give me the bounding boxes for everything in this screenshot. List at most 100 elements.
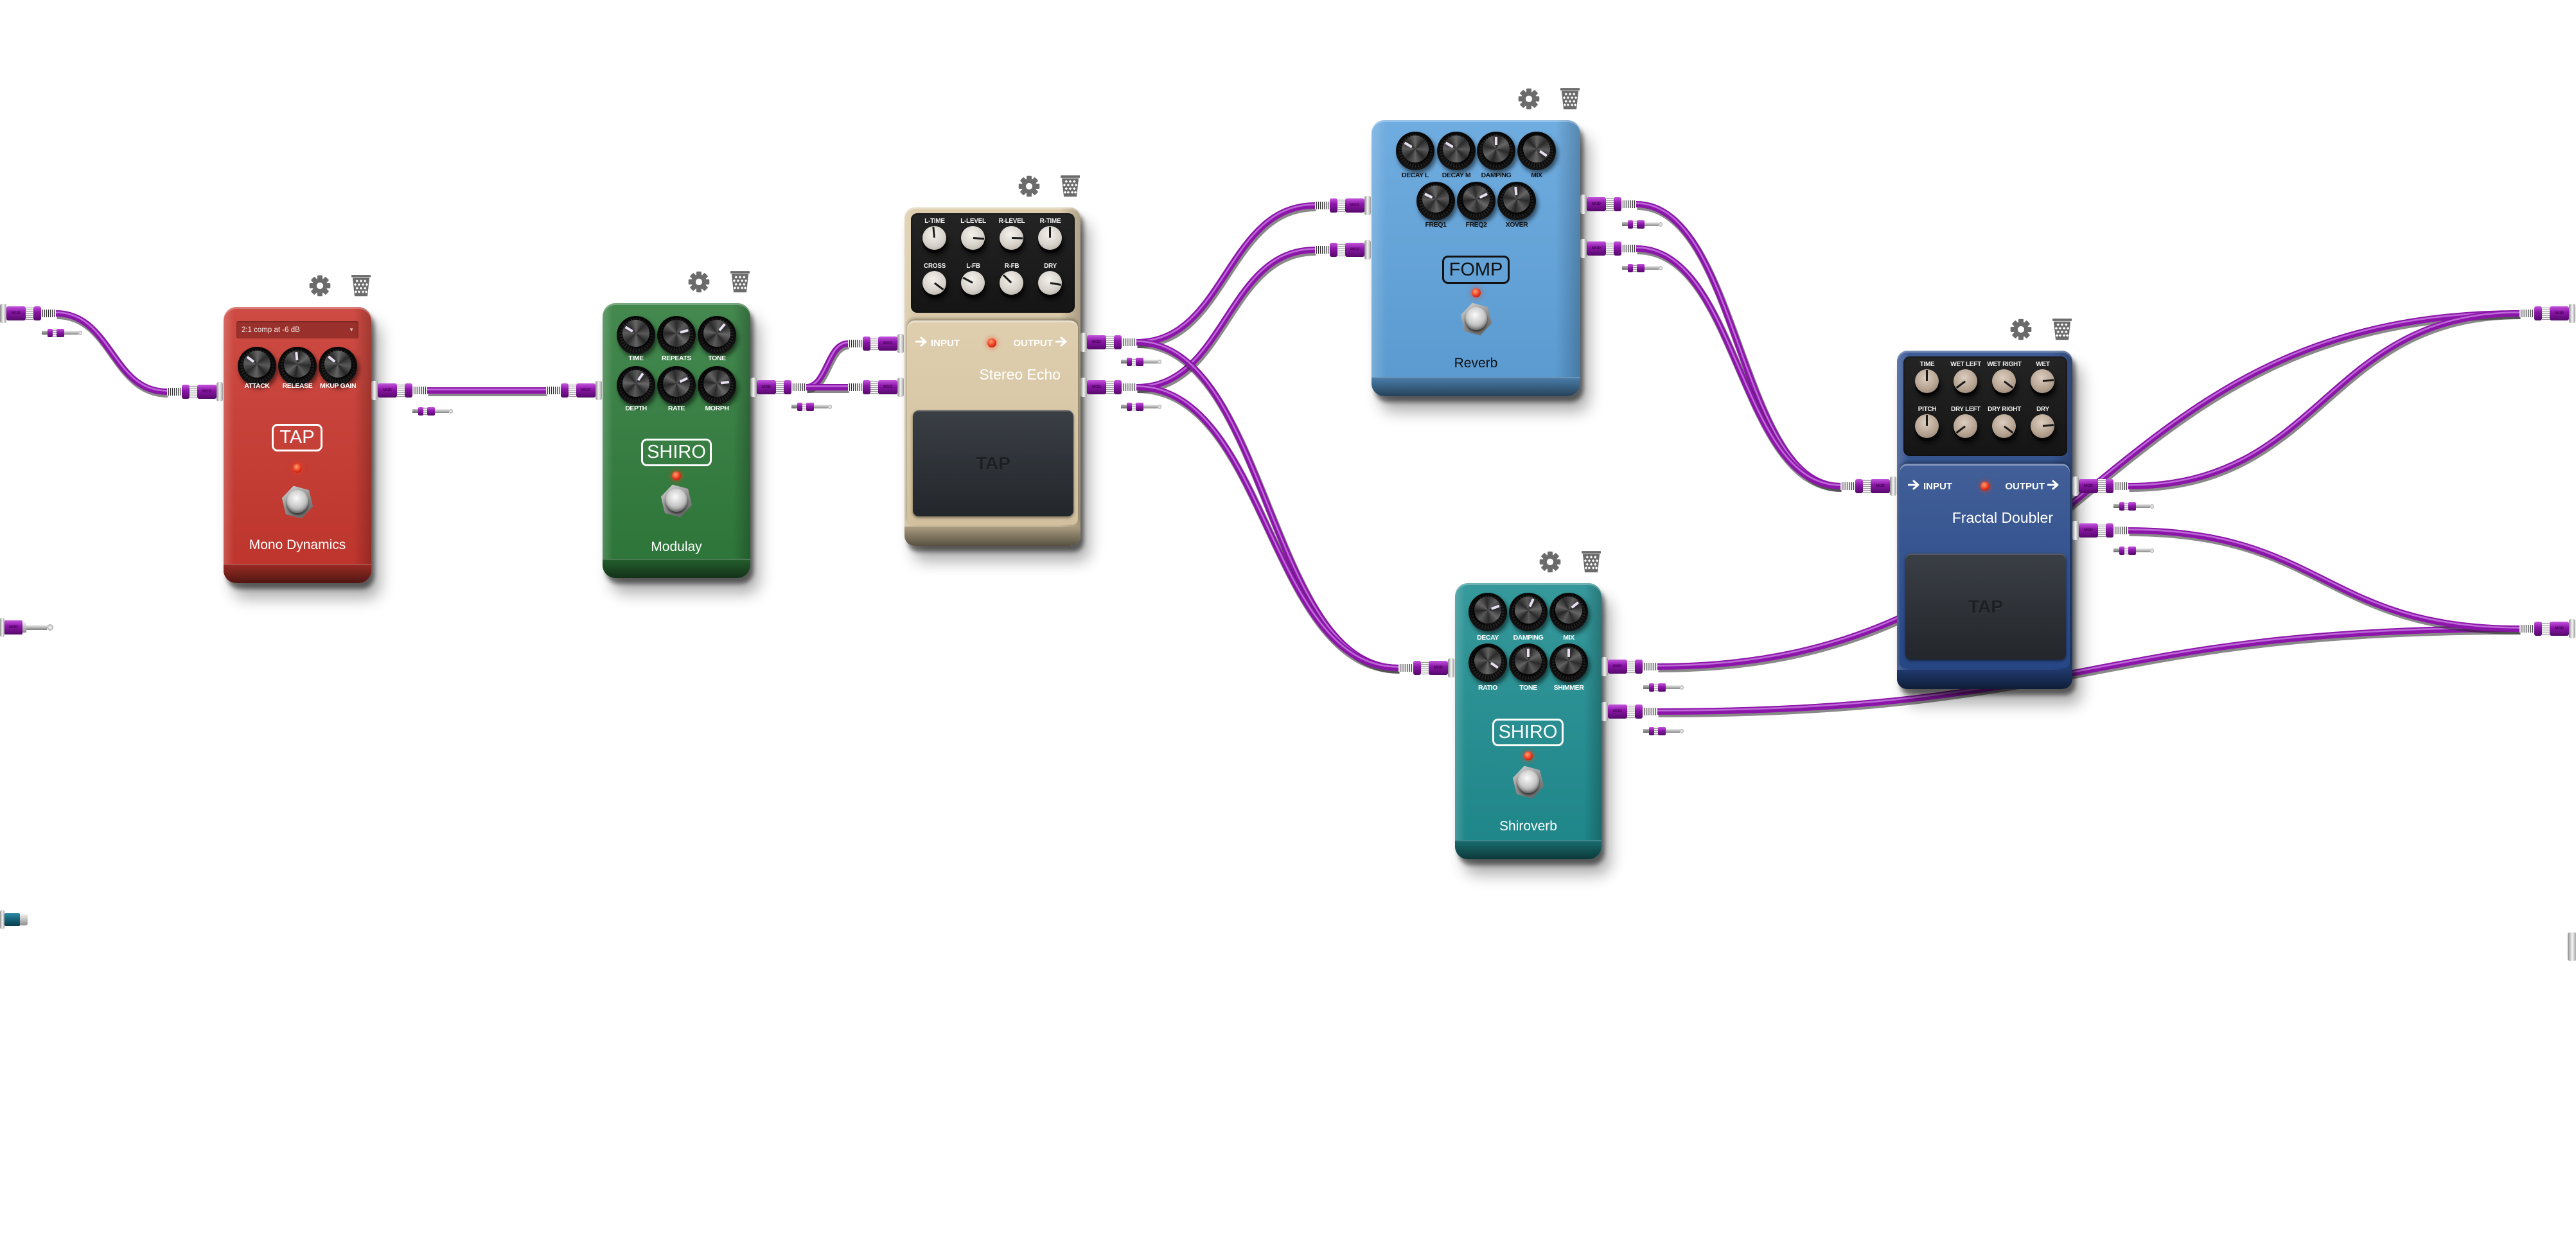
knob-shimmer[interactable] [1549,643,1588,682]
knob-dry-left[interactable] [1954,414,1977,438]
trash-icon[interactable] [1059,175,1082,198]
knob-tone[interactable] [1509,643,1548,682]
bypass-footswitch[interactable] [281,486,313,518]
trash-icon[interactable] [2051,318,2074,341]
bypass-footswitch[interactable] [1512,766,1544,798]
pedal-modulay[interactable]: TIME REPEATS TONE DEPTH RATE MORPH SHIRO… [603,271,750,578]
knob-dry-right[interactable] [1992,414,2016,438]
cable-plug[interactable]: MOD [1315,196,1371,215]
cable-plug[interactable]: MOD [1601,657,1657,676]
unconnected-plug-handle[interactable] [1643,726,1684,735]
knob-mix[interactable] [1517,130,1556,170]
bypass-footswitch[interactable] [660,485,693,517]
knob-dry[interactable] [2031,414,2054,438]
tap-treadle[interactable]: TAP [913,410,1073,516]
preset-dropdown[interactable]: 2:1 comp at -6 dB ▼ [236,321,358,338]
tap-treadle[interactable]: TAP [1905,554,2066,660]
pedal-shiroverb[interactable]: DECAY DAMPING MIX RATIO TONE SHIMMER SHI… [1455,551,1601,859]
cable-plug[interactable]: MOD [1081,378,1136,397]
cable-plug[interactable]: MOD [371,381,427,400]
cable-plug[interactable]: MOD [1601,702,1657,721]
gear-icon[interactable] [2009,318,2033,341]
plug-system-capture-2[interactable]: MOD [0,618,53,637]
knob-decay[interactable] [1469,593,1507,631]
knob-depth[interactable] [617,364,655,405]
knob-r-time[interactable] [1038,226,1062,250]
knob-freq1[interactable] [1416,181,1455,220]
unconnected-plug-handle[interactable] [1643,683,1684,692]
unconnected-plug-handle[interactable] [2113,546,2154,555]
knob-damping[interactable] [1477,132,1515,170]
trash-icon[interactable] [349,274,373,297]
knob-time[interactable] [617,315,655,354]
knob-release[interactable] [278,347,317,385]
knob-wet[interactable] [2031,369,2054,393]
knob-dry[interactable] [1038,271,1062,295]
knob-freq2[interactable] [1457,181,1495,220]
bypass-footswitch[interactable] [1460,303,1492,335]
cable-plug[interactable]: MOD [750,378,806,397]
knob-decay-l[interactable] [1396,130,1434,170]
unconnected-plug-handle[interactable] [1622,263,1663,272]
knob-mix[interactable] [1549,591,1588,631]
knob-ratio[interactable] [1469,642,1507,682]
knob-l-fb[interactable] [961,271,985,295]
gear-icon[interactable] [308,274,331,297]
pedal-mono-dynamics[interactable]: 2:1 comp at -6 dB ▼ ATTACK RELEASE MKUP … [224,275,371,583]
cable-plug[interactable]: MOD [848,378,904,397]
knob-time[interactable] [1915,369,1939,393]
unconnected-plug-handle[interactable] [1121,357,1161,366]
knob-l-level[interactable] [961,226,985,250]
trash-icon[interactable] [1580,550,1603,573]
cable-plug[interactable]: MOD [2072,477,2128,496]
knob-wet-left[interactable] [1954,369,1977,393]
pedal-reverb[interactable]: DECAY L DECAY M DAMPING MIX FREQ1 FREQ2 … [1372,88,1580,396]
pedal-stereo-echo[interactable]: L-TIME L-LEVEL R-LEVEL R-TIME CROSS L-FB… [904,175,1081,546]
cable-plug[interactable]: MOD [2519,304,2575,323]
pedal-fractal-doubler[interactable]: TIME WET LEFT WET RIGHT WET PITCH DRY LE… [1897,319,2072,689]
cable-plug[interactable]: MOD [1840,477,1896,496]
knob-tone[interactable] [698,314,736,354]
knob-attack[interactable] [238,345,276,385]
knob-r-level[interactable] [1000,226,1023,250]
cable-plug[interactable]: MOD [546,381,602,400]
cable-plug[interactable]: MOD [1315,240,1371,259]
cable-plug[interactable]: MOD [1580,195,1636,214]
knob-makeup-gain[interactable] [319,345,357,385]
unconnected-plug-handle[interactable] [2113,502,2154,511]
cable-plug[interactable]: MOD [848,334,904,353]
trash-icon[interactable] [728,270,752,293]
gear-icon[interactable] [1539,550,1562,573]
unconnected-plug-handle[interactable] [42,328,82,337]
unconnected-plug-handle[interactable] [412,407,453,416]
cable-plug[interactable]: MOD [2072,521,2128,540]
plug-system-midi-capture[interactable] [0,910,28,929]
unconnected-plug-handle[interactable] [791,402,832,411]
knob-xover[interactable] [1497,182,1536,220]
knob-pitch[interactable] [1915,414,1939,438]
gear-icon[interactable] [1018,175,1041,198]
gear-icon[interactable] [687,270,710,293]
knob-repeats[interactable] [657,316,696,354]
knob-l-time[interactable] [922,226,946,250]
knob-morph[interactable] [698,366,736,405]
unconnected-plug-handle[interactable] [1622,220,1663,229]
cable-plug[interactable]: MOD [2519,619,2575,638]
trash-icon[interactable] [1558,87,1582,110]
knob-decay-m[interactable] [1437,130,1476,170]
unconnected-plug-handle[interactable] [1121,402,1161,411]
cable-plug[interactable]: MOD [167,382,223,401]
jack-nut [1890,477,1896,496]
cable-plug[interactable]: MOD [1081,333,1136,352]
knob-rate[interactable] [657,365,696,405]
knob-damping[interactable] [1509,592,1548,631]
port-system-midi-playback[interactable] [2568,932,2576,961]
cable-plug[interactable]: MOD [1580,239,1636,258]
gear-icon[interactable] [1517,87,1540,110]
cable-plug[interactable]: MOD [1398,658,1454,678]
cable-plug[interactable]: MOD [0,304,56,323]
knob-cross[interactable] [922,271,946,295]
knob-r-fb[interactable] [1000,271,1023,295]
knob-wet-right[interactable] [1992,369,2016,393]
knob-label: DECAY L [1401,171,1429,179]
